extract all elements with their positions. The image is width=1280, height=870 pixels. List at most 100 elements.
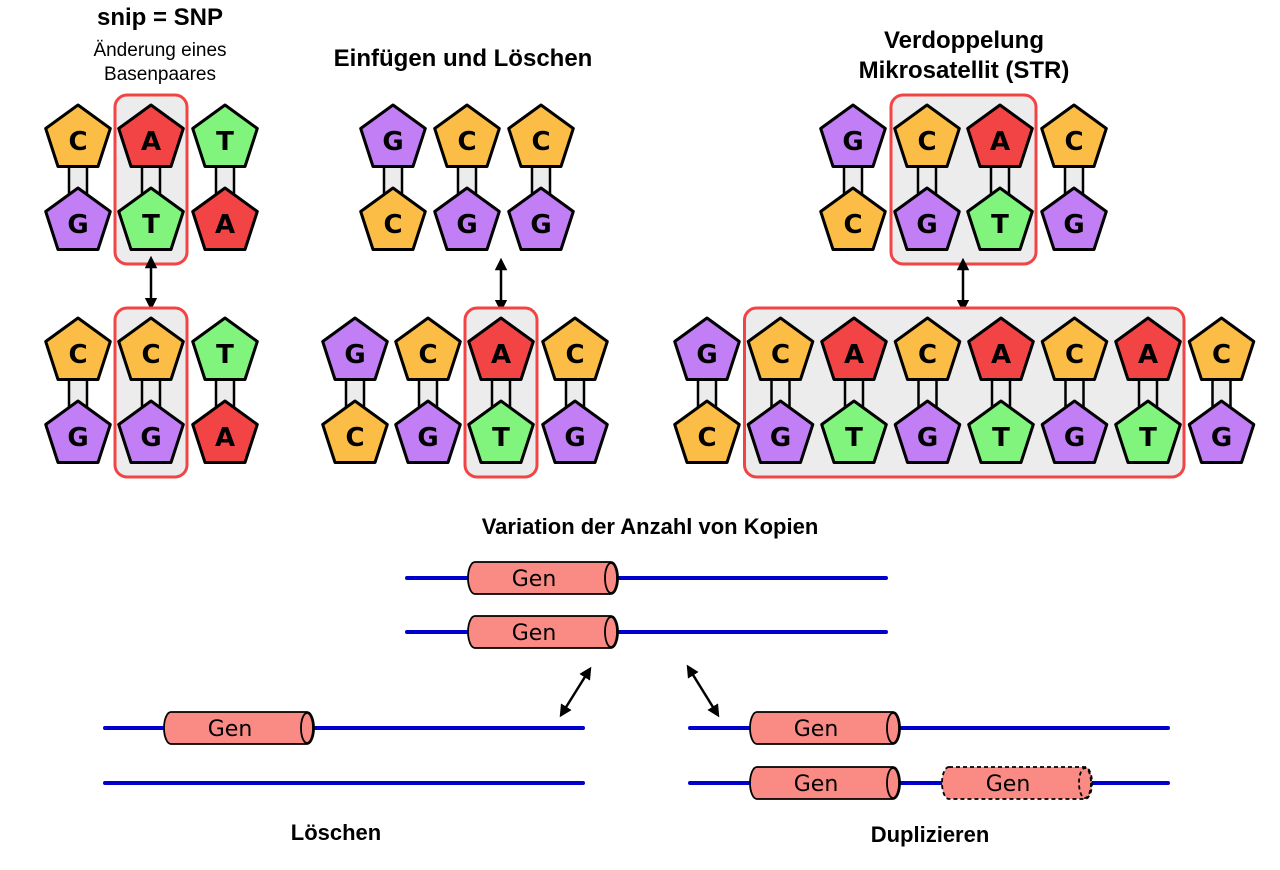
nucleotide-cytosine: C [1187, 316, 1256, 381]
nucleotide-guanine: G [1040, 186, 1108, 251]
nucleotide-guanine: G [819, 103, 887, 168]
nucleotide-guanine: G [321, 316, 389, 381]
nucleotide-thymine: T [191, 316, 259, 381]
base-letter: C [1212, 340, 1231, 370]
snp-subtitle-line1: Änderung eines [93, 40, 227, 61]
pentagon-top [117, 316, 185, 381]
pentagon-top [467, 316, 535, 381]
base-pair: CG [394, 316, 462, 464]
base-pair: CG [1040, 103, 1108, 251]
base-letter: A [491, 340, 511, 370]
nucleotide-cytosine: C [1040, 103, 1108, 168]
base-letter: C [917, 127, 936, 157]
nucleotide-thymine: T [820, 399, 888, 464]
nucleotide-adenine: A [117, 103, 185, 168]
base-pair: CG [507, 103, 575, 251]
base-letter: G [916, 210, 937, 240]
gene-segment: Gen [163, 711, 315, 745]
base-pair: CG [893, 103, 961, 251]
base-letter: G [1064, 423, 1085, 453]
base-pair: AT [967, 316, 1035, 464]
gene-cylinder-cap [300, 712, 314, 744]
nucleotide-adenine: A [966, 103, 1034, 168]
nucleotide-guanine: G [394, 399, 462, 464]
pentagon-bottom [893, 399, 962, 464]
gene-segment: Gen [749, 766, 901, 800]
pentagon-bottom [746, 399, 815, 464]
base-letter: C [418, 340, 437, 370]
base-letter: G [344, 340, 365, 370]
nucleotide-cytosine: C [44, 103, 112, 168]
indel-title: Einfügen und Löschen [333, 45, 593, 72]
deletion-label: Löschen [290, 820, 382, 845]
gene-cylinder-body [467, 615, 619, 649]
pentagon-top [1040, 316, 1109, 381]
base-letter: C [843, 210, 862, 240]
gene-cylinder-cap [886, 767, 900, 799]
base-letter: G [1063, 210, 1084, 240]
nucleotide-guanine: G [541, 399, 609, 464]
base-letter: T [492, 423, 510, 453]
base-letter: G [140, 423, 161, 453]
nucleotide-cytosine: C [1040, 316, 1109, 381]
gene-segment: Gen [749, 711, 901, 745]
base-letter: A [215, 210, 235, 240]
nucleotide-cytosine: C [819, 186, 887, 251]
base-letter: C [457, 127, 476, 157]
base-letter: G [917, 423, 938, 453]
pentagon-top [541, 316, 609, 381]
snp-subtitle-line2: Basenpaares [104, 64, 216, 85]
base-letter: A [991, 340, 1011, 370]
gene-cylinder-body [941, 766, 1093, 800]
nucleotide-adenine: A [1114, 316, 1182, 381]
base-pair: TA [191, 103, 259, 251]
pentagon-bottom [394, 399, 462, 464]
pentagon-top [819, 103, 887, 168]
pentagon-bottom [966, 186, 1034, 251]
pentagon-bottom [893, 186, 961, 251]
base-pair: TA [191, 316, 259, 464]
base-letter: T [991, 210, 1009, 240]
snp-title: snip = SNP [96, 4, 224, 31]
base-pair: GC [673, 316, 741, 464]
nucleotide-guanine: G [893, 186, 961, 251]
pentagon-top [820, 316, 888, 381]
gene-cylinder-body [749, 766, 901, 800]
base-letter: G [456, 210, 477, 240]
pentagon-top [44, 316, 112, 381]
base-letter: T [845, 423, 863, 453]
nucleotide-adenine: A [967, 316, 1035, 381]
base-letter: T [992, 423, 1010, 453]
pentagon-top [44, 103, 112, 168]
nucleotide-cytosine: C [893, 103, 961, 168]
base-letter: C [68, 340, 87, 370]
nucleotide-guanine: G [44, 399, 112, 464]
base-letter: G [417, 423, 438, 453]
base-letter: C [565, 340, 584, 370]
pentagon-top [507, 103, 575, 168]
base-letter: C [531, 127, 550, 157]
base-pair: CG [44, 103, 112, 251]
pentagon-bottom [820, 399, 888, 464]
nucleotide-cytosine: C [433, 103, 501, 168]
gene-label: Gen [512, 621, 557, 646]
pentagon-top [433, 103, 501, 168]
base-letter: A [990, 127, 1010, 157]
gene-segment: Gen [467, 615, 619, 649]
nucleotide-guanine: G [1187, 399, 1256, 464]
base-pair: CG [746, 316, 815, 464]
nucleotide-cytosine: C [44, 316, 112, 381]
gene-cylinder-body [163, 711, 315, 745]
pentagon-bottom [117, 399, 185, 464]
base-letter: G [67, 210, 88, 240]
nucleotide-cytosine: C [673, 399, 741, 464]
pentagon-top [746, 316, 815, 381]
nucleotide-thymine: T [117, 186, 185, 251]
base-letter: A [215, 423, 235, 453]
pentagon-top [359, 103, 427, 168]
nucleotide-thymine: T [467, 399, 535, 464]
str-title-line1: Verdoppelung [883, 27, 1045, 54]
base-letter: G [67, 423, 88, 453]
pentagon-bottom [191, 399, 259, 464]
base-letter: C [68, 127, 87, 157]
